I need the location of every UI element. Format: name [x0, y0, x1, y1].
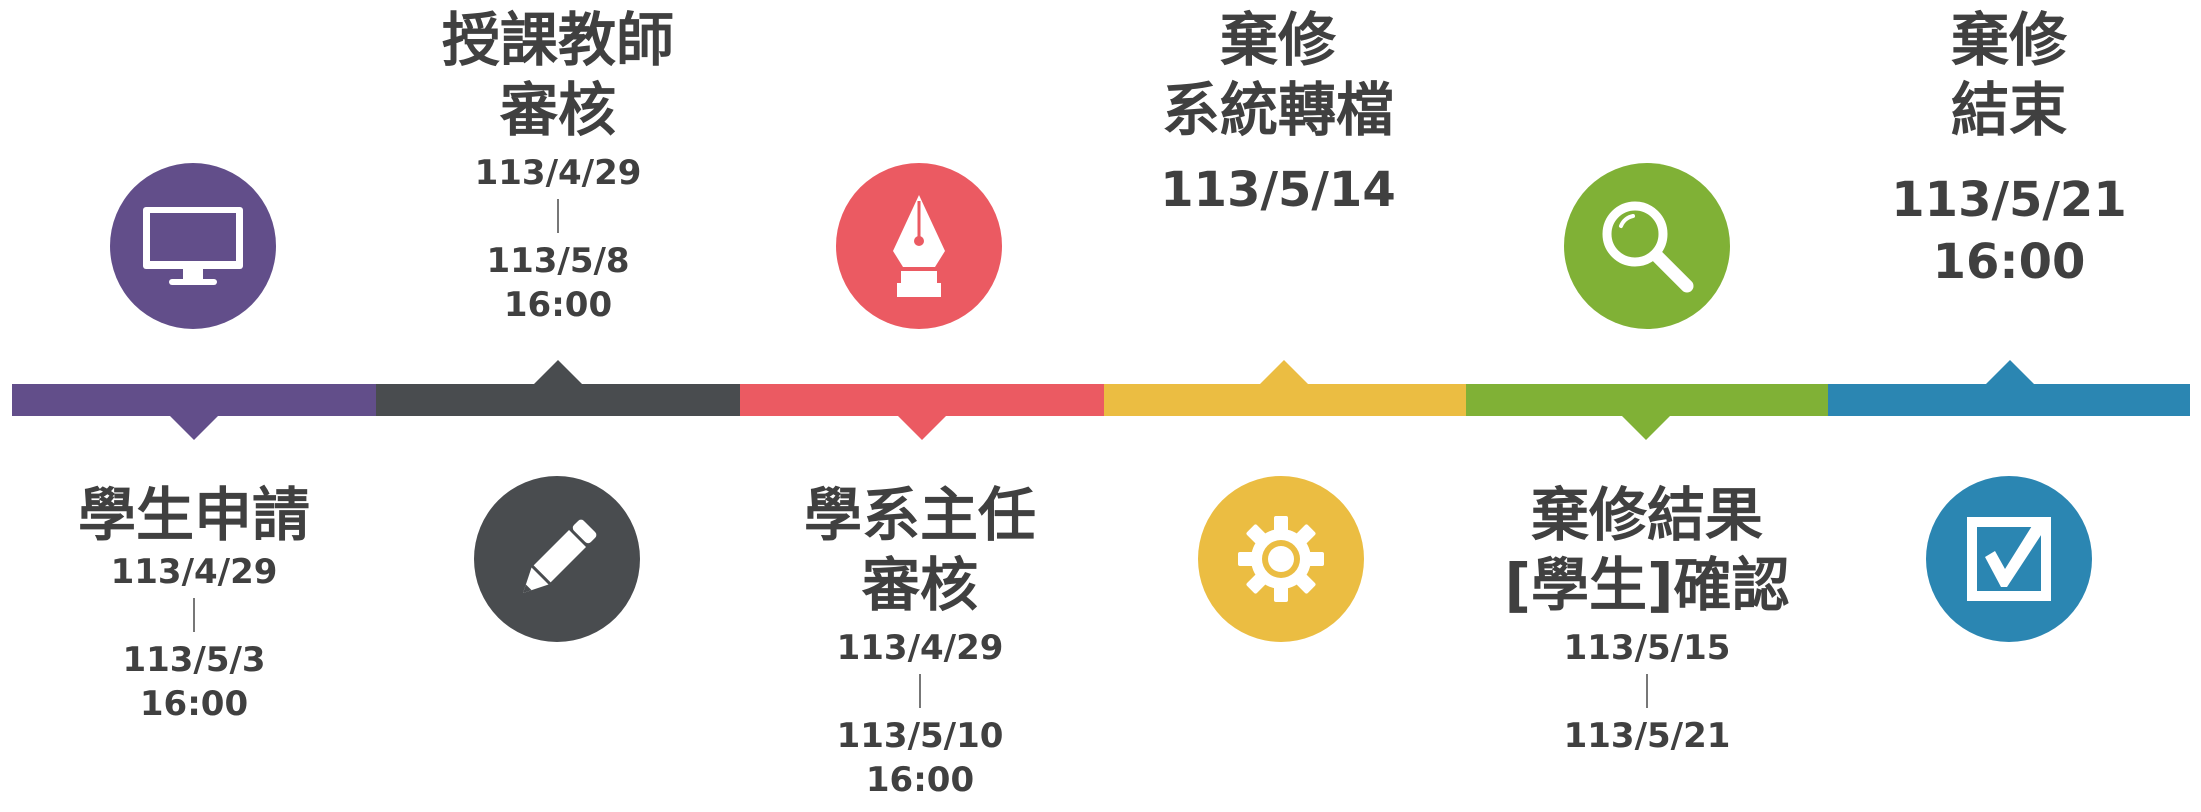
step-4-label: 棄修 系統轉檔 113/5/14: [1098, 5, 1458, 221]
step-5-separator: [1646, 674, 1648, 708]
step-4-title-line-1: 棄修: [1219, 6, 1336, 74]
step-1-separator: [193, 598, 195, 632]
timeline-marker-6: [1986, 360, 2034, 384]
timeline-segment-5: [1466, 384, 1828, 416]
step-6-title-line-1: 棄修: [1950, 6, 2067, 74]
timeline-segment-4: [1104, 384, 1466, 416]
magnifier-icon: [1602, 201, 1694, 293]
step-3-start-date: 113/4/29: [836, 628, 1004, 668]
step-4-icon-circle: [1198, 476, 1364, 642]
step-3-separator: [919, 674, 921, 708]
step-3-end-date: 113/5/10: [836, 716, 1004, 756]
monitor-icon: [143, 207, 243, 285]
step-6-label: 棄修 結束 113/5/21 16:00: [1829, 5, 2189, 293]
step-2-end-date: 113/5/8: [486, 241, 630, 281]
step-3-title-line-2: 審核: [861, 551, 978, 619]
step-1-title: 學生申請: [77, 481, 310, 549]
timeline-marker-3: [898, 416, 946, 440]
checkbox-icon: [1967, 517, 2051, 601]
step-2-start-date: 113/4/29: [474, 153, 642, 193]
step-6-date: 113/5/21: [1891, 172, 2127, 228]
timeline-segment-2: [376, 384, 740, 416]
pen-nib-icon: [893, 195, 945, 297]
timeline-marker-5: [1622, 416, 1670, 440]
step-1-time: 16:00: [139, 684, 249, 724]
step-5-title-line-1: 棄修結果: [1530, 481, 1763, 549]
step-3-time: 16:00: [865, 760, 975, 800]
step-1-end-date: 113/5/3: [122, 640, 266, 680]
step-2-title-line-2: 審核: [499, 76, 616, 144]
step-2-time: 16:00: [503, 285, 613, 325]
step-6-title-line-2: 結束: [1950, 76, 2067, 144]
timeline-marker-1: [170, 416, 218, 440]
step-3-label: 學系主任 審核 113/4/29 113/5/10 16:00: [740, 480, 1100, 802]
step-2-separator: [557, 199, 559, 233]
pencil-icon: [523, 519, 597, 593]
step-5-end-date: 113/5/21: [1563, 716, 1731, 756]
step-5-start-date: 113/5/15: [1563, 628, 1731, 668]
step-4-title-line-2: 系統轉檔: [1161, 76, 1394, 144]
gear-icon: [1238, 516, 1324, 602]
step-3-title-line-1: 學系主任: [803, 481, 1036, 549]
step-2-title-line-1: 授課教師: [441, 6, 674, 74]
step-6-time: 16:00: [1932, 234, 2086, 290]
step-1-start-date: 113/4/29: [110, 552, 278, 592]
step-5-label: 棄修結果 [學生]確認 113/5/15 113/5/21: [1467, 480, 1827, 758]
step-1-icon-circle: [110, 163, 276, 329]
step-4-date: 113/5/14: [1160, 162, 1396, 218]
timeline-segment-6: [1828, 384, 2190, 416]
timeline-marker-2: [534, 360, 582, 384]
timeline-marker-4: [1260, 360, 1308, 384]
step-5-icon-circle: [1564, 163, 1730, 329]
step-2-icon-circle: [474, 476, 640, 642]
step-6-icon-circle: [1926, 476, 2092, 642]
step-5-title-line-2: [學生]確認: [1504, 551, 1790, 619]
step-1-label: 學生申請 113/4/29 113/5/3 16:00: [14, 480, 374, 726]
step-3-icon-circle: [836, 163, 1002, 329]
timeline-segment-1: [12, 384, 376, 416]
timeline-segment-3: [740, 384, 1104, 416]
step-2-label: 授課教師 審核 113/4/29 113/5/8 16:00: [378, 5, 738, 327]
